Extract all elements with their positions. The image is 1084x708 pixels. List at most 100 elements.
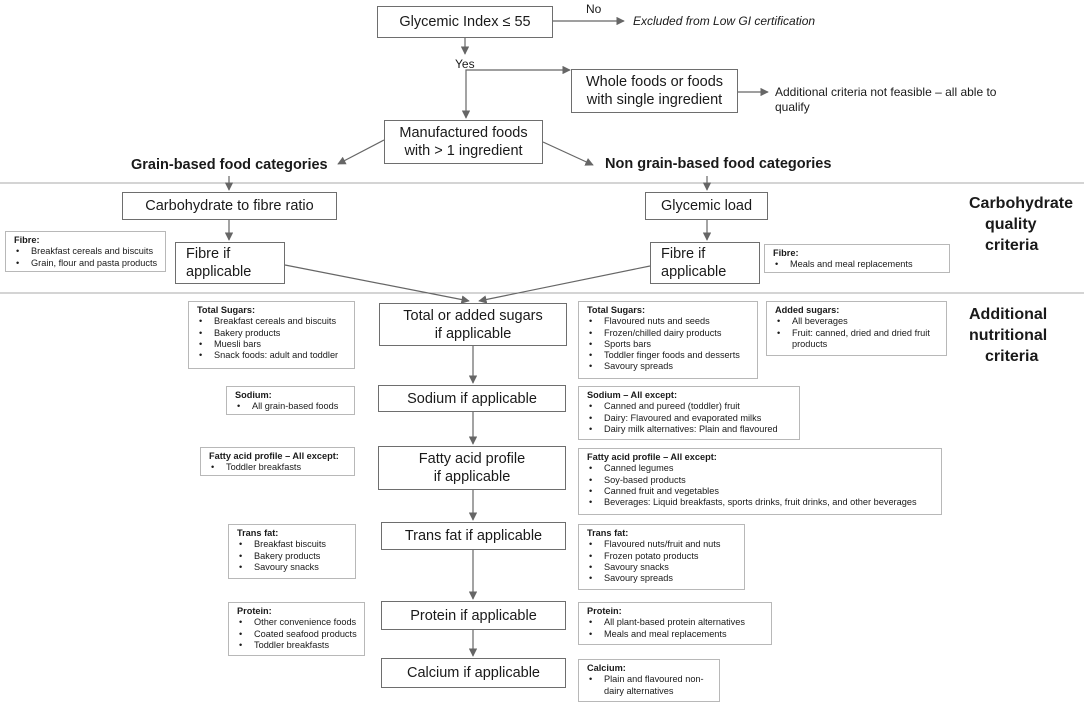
note-title: Sodium: — [235, 390, 272, 400]
note-item: All beverages — [775, 316, 940, 328]
section-line: nutritional — [969, 327, 1048, 344]
note-title: Fatty acid profile – All except: — [587, 452, 717, 462]
note-item: All grain-based foods — [235, 401, 348, 413]
note-item: Savoury spreads — [587, 573, 738, 585]
note-item: Dairy milk alternatives: Plain and flavo… — [587, 424, 793, 436]
arrow-manu-nongrain — [542, 141, 594, 166]
note-title: Trans fat: — [587, 528, 629, 538]
note-trans-right: Trans fat: Flavoured nuts/fruit and nuts… — [578, 524, 745, 590]
note-title: Trans fat: — [237, 528, 279, 538]
note-title: Sodium – All except: — [587, 390, 678, 400]
sugars-box: Total or added sugars if applicable — [379, 303, 567, 346]
sodium-box: Sodium if applicable — [378, 385, 566, 412]
section-additional: Additional nutritional criteria — [969, 304, 1047, 367]
note-item: Frozen potato products — [587, 551, 738, 563]
note-fatty-left: Fatty acid profile – All except: Toddler… — [200, 447, 355, 476]
note-item: Breakfast cereals and biscuits — [197, 316, 348, 328]
additional-line1: Additional criteria not feasible – all a… — [775, 85, 997, 99]
nongrain-heading: Non grain-based food categories — [605, 156, 832, 172]
note-item: Breakfast biscuits — [237, 539, 349, 551]
note-title: Fibre: — [14, 235, 40, 245]
note-item: Muesli bars — [197, 339, 348, 351]
note-title: Fatty acid profile – All except: — [209, 451, 339, 461]
manufactured-line2: with > 1 ingredient — [404, 143, 523, 159]
note-item: Breakfast cereals and biscuits — [14, 246, 159, 258]
note-item: Plain and flavoured non-dairy alternativ… — [587, 674, 713, 697]
note-title: Calcium: — [587, 663, 626, 673]
yes-label: Yes — [455, 57, 475, 71]
note-title: Protein: — [587, 606, 622, 616]
gi-label: Glycemic Index ≤ 55 — [399, 14, 531, 30]
note-item: Canned legumes — [587, 463, 935, 475]
note-item: All plant-based protein alternatives — [587, 617, 765, 629]
section-line: criteria — [985, 348, 1039, 365]
note-sugars-left: Total Sugars: Breakfast cereals and bisc… — [188, 301, 355, 369]
arrow-manu-grain — [337, 139, 385, 165]
fibre-left-box: Fibre if applicable — [175, 242, 285, 284]
fatty-line1: Fatty acid profile — [418, 451, 526, 467]
note-item: Canned and pureed (toddler) fruit — [587, 401, 793, 413]
note-title: Added sugars: — [775, 305, 840, 315]
section-line: criteria — [985, 237, 1039, 254]
note-item: Beverages: Liquid breakfasts, sports dri… — [587, 497, 935, 509]
note-item: Snack foods: adult and toddler — [197, 350, 348, 362]
section-carb-quality: Carbohydrate quality criteria — [969, 193, 1073, 256]
note-item: Toddler finger foods and desserts — [587, 350, 751, 362]
gi-box: Glycemic Index ≤ 55 — [377, 6, 553, 38]
section-line: Carbohydrate — [969, 195, 1074, 212]
excluded-label: Excluded from Low GI certification — [633, 14, 816, 28]
note-item: Fruit: canned, dried and dried fruit pro… — [775, 328, 940, 351]
additional-criteria-text: Additional criteria not feasible – all a… — [775, 85, 1015, 115]
glycemic-load-label: Glycemic load — [660, 198, 753, 214]
carb-fibre-box: Carbohydrate to fibre ratio — [122, 192, 337, 220]
fibre-right-box: Fibre if applicable — [650, 242, 760, 284]
note-item: Savoury snacks — [587, 562, 738, 574]
trans-fat-label: Trans fat if applicable — [404, 528, 543, 544]
note-added-sugars: Added sugars: All beverages Fruit: canne… — [766, 301, 947, 356]
note-title: Total Sugars: — [587, 305, 646, 315]
calcium-box: Calcium if applicable — [381, 658, 566, 688]
sugars-line2: if applicable — [434, 325, 512, 342]
note-item: Coated seafood products — [237, 629, 358, 641]
note-protein-right: Protein: All plant-based protein alterna… — [578, 602, 772, 645]
note-sodium-right: Sodium – All except: Canned and pureed (… — [578, 386, 800, 440]
protein-label: Protein if applicable — [410, 607, 537, 624]
note-fibre-right: Fibre: Meals and meal replacements — [764, 244, 950, 273]
note-item: Canned fruit and vegetables — [587, 486, 935, 498]
note-item: Bakery products — [197, 328, 348, 340]
note-title: Protein: — [237, 606, 272, 616]
note-fibre-left: Fibre: Breakfast cereals and biscuits Gr… — [5, 231, 166, 272]
trans-fat-box: Trans fat if applicable — [381, 522, 566, 550]
note-title: Total Sugars: — [197, 305, 256, 315]
note-item: Soy-based products — [587, 475, 935, 487]
fibre-right-line2: applicable — [661, 264, 727, 280]
protein-box: Protein if applicable — [381, 601, 566, 630]
sodium-label: Sodium if applicable — [407, 390, 537, 407]
note-item: Grain, flour and pasta products — [14, 258, 159, 270]
fibre-left-line1: Fibre if — [186, 246, 231, 262]
section-line: Additional — [969, 306, 1048, 323]
note-sodium-left: Sodium: All grain-based foods — [226, 386, 355, 415]
note-item: Meals and meal replacements — [587, 629, 765, 641]
grain-heading: Grain-based food categories — [131, 157, 328, 173]
note-title: Fibre: — [773, 248, 799, 258]
note-item: Toddler breakfasts — [209, 462, 348, 474]
additional-line2: qualify — [775, 100, 810, 114]
fatty-line2: if applicable — [433, 469, 511, 485]
note-item: Savoury snacks — [237, 562, 349, 574]
sugars-line1: Total or added sugars — [403, 307, 543, 324]
note-fatty-right: Fatty acid profile – All except: Canned … — [578, 448, 942, 515]
note-sugars-right: Total Sugars: Flavoured nuts and seeds F… — [578, 301, 758, 379]
note-item: Sports bars — [587, 339, 751, 351]
fatty-box: Fatty acid profile if applicable — [378, 446, 566, 490]
note-item-text: Plain and flavoured non-dairy alternativ… — [604, 674, 704, 696]
fibre-right-line1: Fibre if — [661, 246, 706, 262]
glycemic-load-box: Glycemic load — [645, 192, 768, 220]
arrow-yes-whole — [465, 65, 571, 77]
arrow-fibre-right-sugars — [478, 265, 651, 304]
note-item-text: Fruit: canned, dried and dried fruit pro… — [792, 327, 930, 349]
note-item: Meals and meal replacements — [773, 259, 943, 271]
note-item: Dairy: Flavoured and evaporated milks — [587, 413, 793, 425]
whole-foods-box: Whole foods or foods with single ingredi… — [571, 69, 738, 113]
